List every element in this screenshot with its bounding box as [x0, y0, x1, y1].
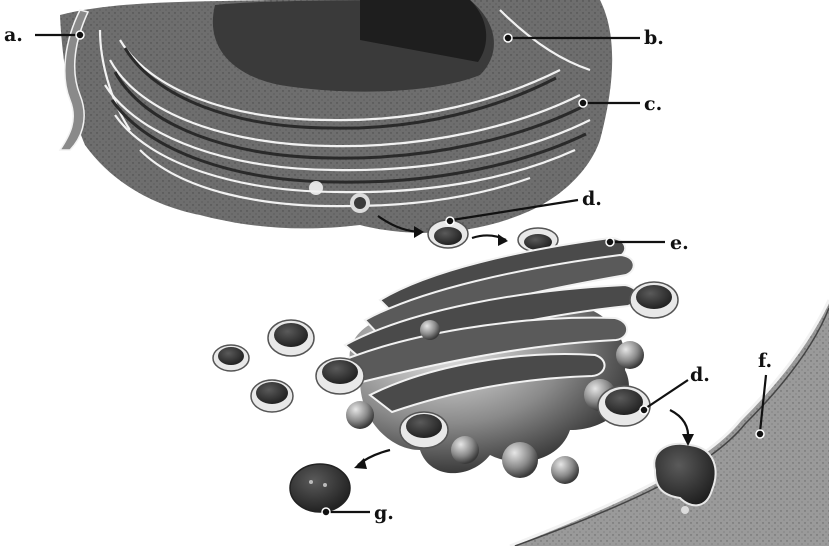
label-a: a.: [4, 24, 23, 46]
label-e: e.: [670, 232, 689, 254]
golgi-apparatus: [213, 238, 678, 484]
label-g: g.: [374, 502, 394, 524]
label-f: f.: [758, 350, 772, 372]
label-d-upper: d.: [582, 188, 602, 210]
label-c: c.: [644, 93, 662, 115]
label-d-lower: d.: [690, 364, 710, 386]
endoplasmic-reticulum-region: [60, 0, 612, 233]
label-b: b.: [644, 27, 664, 49]
